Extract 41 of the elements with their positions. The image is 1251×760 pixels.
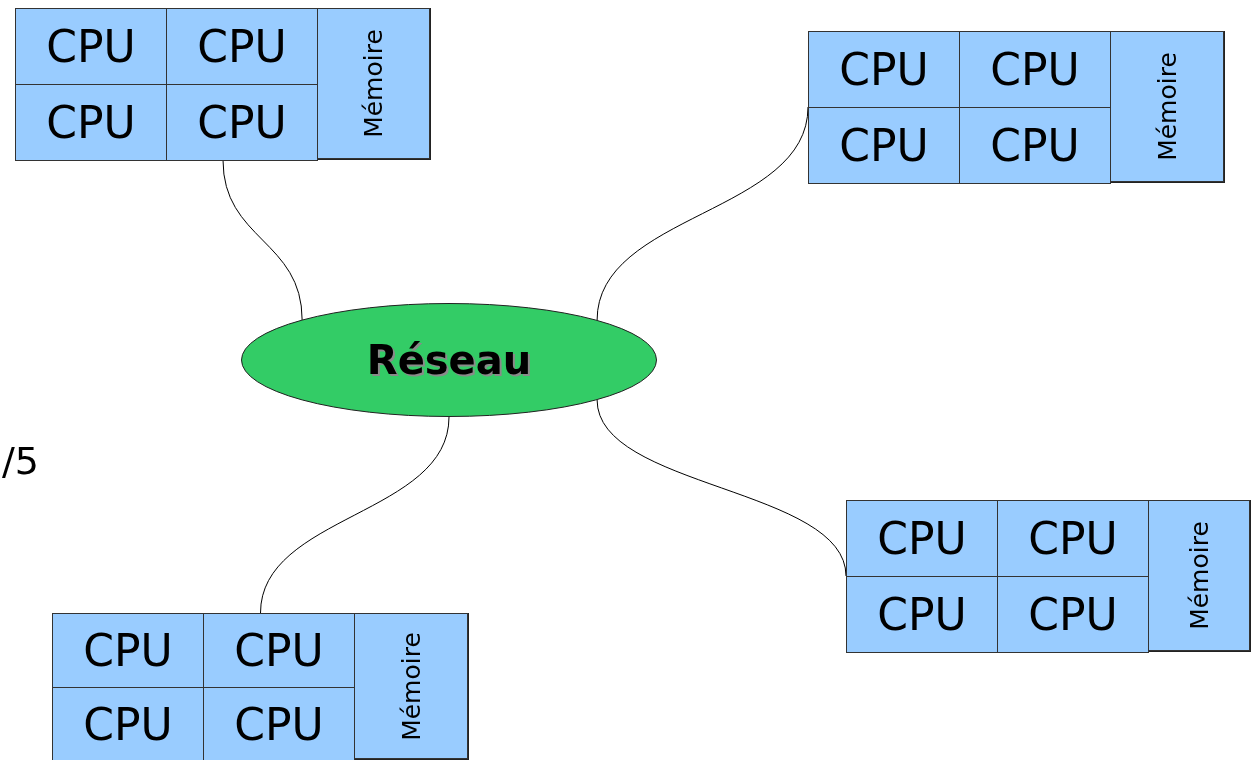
processor-cell: [52, 687, 204, 760]
cell-text: Mémoire: [398, 631, 424, 741]
connector-line: [260, 416, 450, 614]
memory-cell: [1148, 500, 1250, 651]
processor-cell: [808, 31, 960, 108]
cell-text: CPU: [839, 47, 929, 92]
cell-text: CPU: [877, 592, 967, 637]
processor-cell: [846, 500, 998, 577]
memory-node-frame: [808, 31, 1225, 183]
cell-text: CPU: [839, 123, 929, 168]
processor-cell: [15, 84, 167, 161]
memory-cell: [354, 613, 468, 759]
cell-text: CPU: [234, 628, 324, 673]
memory-node-frame: [52, 613, 469, 760]
cell-text: CPU: [877, 516, 967, 561]
cell-text: CPU: [83, 628, 173, 673]
cell-text: Mémoire: [1154, 52, 1180, 161]
note-text: /5: [2, 442, 39, 480]
cell-text: Mémoire: [361, 29, 386, 138]
network-label: Réseau: [366, 340, 532, 380]
processor-cell: [808, 107, 960, 184]
cell-text: CPU: [83, 702, 173, 747]
memory-node-frame: [846, 500, 1251, 652]
cell-text: CPU: [1028, 592, 1118, 637]
memory-cell: [1110, 31, 1224, 182]
cell-text: CPU: [197, 100, 287, 145]
memory-node-frame: [15, 8, 431, 160]
processor-cell: [52, 613, 204, 688]
cell-text: CPU: [197, 24, 287, 69]
connector-line: [222, 159, 303, 321]
cell-text: CPU: [234, 702, 324, 747]
cell-text: Mémoire: [1186, 521, 1212, 630]
cell-text: CPU: [46, 100, 136, 145]
cell-text: CPU: [990, 47, 1080, 92]
processor-cell: [15, 8, 167, 85]
network-ellipse: [241, 303, 657, 417]
cell-text: CPU: [46, 24, 136, 69]
memory-cell: [317, 8, 430, 159]
cell-text: CPU: [1028, 516, 1118, 561]
processor-cell: [846, 576, 998, 653]
cell-text: CPU: [990, 123, 1080, 168]
